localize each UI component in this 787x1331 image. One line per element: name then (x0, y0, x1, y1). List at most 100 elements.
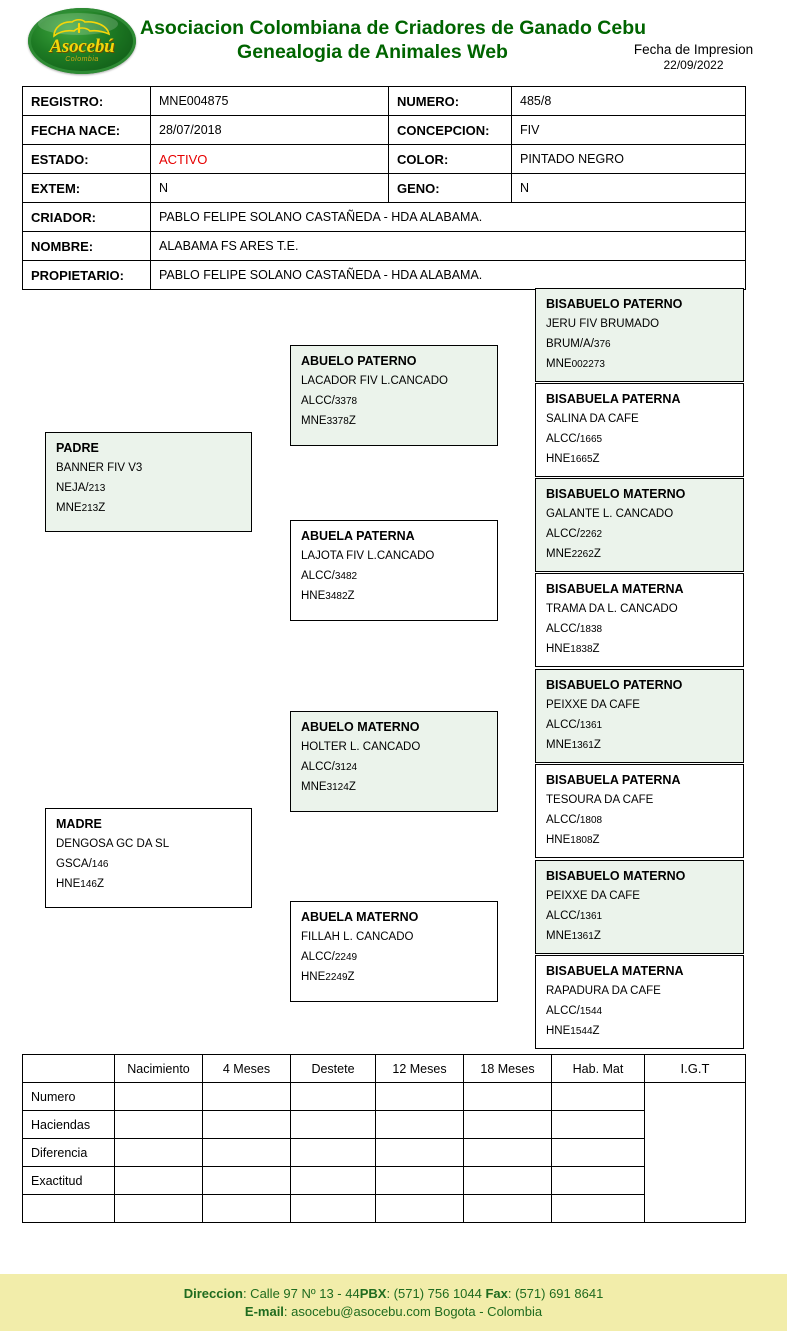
pedigree-box-bisabuelo-5[interactable]: BISABUELA PATERNA TESOURA DA CAFE ALCC/1… (535, 764, 744, 858)
pedigree-code-2: MNE2262Z (546, 548, 601, 560)
pedigree-code-2: HNE1665Z (546, 453, 600, 465)
cell[interactable] (202, 1082, 291, 1111)
cell[interactable] (290, 1138, 376, 1167)
cell[interactable] (202, 1166, 291, 1195)
cell[interactable] (463, 1166, 552, 1195)
cell[interactable] (202, 1138, 291, 1167)
table-row: Exactitud (22, 1166, 746, 1195)
pedigree-name: JERU FIV BRUMADO (546, 318, 660, 330)
pedigree-name: TESOURA DA CAFE (546, 794, 654, 806)
pedigree-title: BISABUELA MATERNA (546, 964, 684, 978)
page-subtitle: Genealogia de Animales Web (237, 41, 508, 63)
print-date-label: Fecha de Impresion (633, 42, 754, 57)
cell[interactable] (202, 1194, 291, 1223)
pedigree-name: DENGOSA GC DA SL (56, 838, 170, 850)
value-propietario: PABLO FELIPE SOLANO CASTAÑEDA - HDA ALAB… (150, 260, 746, 290)
cell[interactable] (551, 1166, 645, 1195)
column-header-12-meses: 12 Meses (375, 1054, 464, 1083)
cell[interactable] (551, 1138, 645, 1167)
print-date-value: 22/09/2022 (663, 58, 724, 72)
pedigree-box-bisabuelo-1[interactable]: BISABUELA PATERNA SALINA DA CAFE ALCC/16… (535, 383, 744, 477)
animal-info-table: REGISTRO: MNE004875 NUMERO: 485/8 FECHA … (22, 86, 746, 290)
pedigree-code-1: ALCC/1808 (546, 814, 603, 826)
cell[interactable] (114, 1166, 203, 1195)
pedigree-box-bisabuelo-4[interactable]: BISABUELO PATERNO PEIXXE DA CAFE ALCC/13… (535, 669, 744, 763)
cell[interactable] (551, 1110, 645, 1139)
pedigree-box-bisabuelo-3[interactable]: BISABUELA MATERNA TRAMA DA L. CANCADO AL… (535, 573, 744, 667)
pedigree-code-1: BRUM/A/376 (546, 338, 611, 350)
cell[interactable] (290, 1110, 376, 1139)
pedigree-code-1: ALCC/1838 (546, 623, 603, 635)
pedigree-box-bisabuelo-2[interactable]: BISABUELO MATERNO GALANTE L. CANCADO ALC… (535, 478, 744, 572)
bull-icon (53, 18, 111, 38)
pedigree-title: ABUELO PATERNO (301, 354, 417, 368)
value-geno: N (511, 173, 746, 203)
status-badge: ACTIVO (150, 144, 389, 174)
pedigree-box-bisabuelo-6[interactable]: BISABUELO MATERNO PEIXXE DA CAFE ALCC/13… (535, 860, 744, 954)
cell[interactable] (463, 1138, 552, 1167)
pedigree-title: ABUELA MATERNO (301, 910, 419, 924)
cell[interactable] (375, 1110, 464, 1139)
cell[interactable] (463, 1194, 552, 1223)
pedigree-code-2: MNE3124Z (301, 781, 356, 793)
pedigree-box-bisabuelo-0[interactable]: BISABUELO PATERNO JERU FIV BRUMADO BRUM/… (535, 288, 744, 382)
pedigree-code-2: MNE1361Z (546, 739, 601, 751)
cell[interactable] (375, 1082, 464, 1111)
pedigree-code-1: ALCC/3124 (301, 761, 358, 773)
cell[interactable] (290, 1166, 376, 1195)
pedigree-box-abuelo-materno[interactable]: ABUELO MATERNO HOLTER L. CANCADO ALCC/31… (290, 711, 498, 812)
label-color: COLOR: (388, 144, 512, 174)
label-fecha-nace: FECHA NACE: (22, 115, 151, 145)
pedigree-title: BISABUELO MATERNO (546, 869, 686, 883)
corner-header (22, 1054, 115, 1083)
cell[interactable] (290, 1082, 376, 1111)
pedigree-code-1: ALCC/1544 (546, 1005, 603, 1017)
value-color: PINTADO NEGRO (511, 144, 746, 174)
pedigree-title: BISABUELA MATERNA (546, 582, 684, 596)
pedigree-name: RAPADURA DA CAFE (546, 985, 661, 997)
pedigree-code-2: MNE1361Z (546, 930, 601, 942)
pedigree-box-abuela-paterna[interactable]: ABUELA PATERNA LAJOTA FIV L.CANCADO ALCC… (290, 520, 498, 621)
row-label-exactitud: Exactitud (22, 1166, 115, 1195)
pedigree-title: ABUELO MATERNO (301, 720, 420, 734)
pedigree-title: ABUELA PATERNA (301, 529, 415, 543)
cell[interactable] (375, 1194, 464, 1223)
footer-pbx-label: PBX (359, 1286, 387, 1301)
row-label-blank (22, 1194, 115, 1223)
footer-email-value[interactable]: : asocebu@asocebu.com Bogota - Colombia (283, 1304, 543, 1319)
cell[interactable] (114, 1082, 203, 1111)
value-nombre: ALABAMA FS ARES T.E. (150, 231, 746, 261)
cell[interactable] (114, 1194, 203, 1223)
label-extem: EXTEM: (22, 173, 151, 203)
table-row: ESTADO: ACTIVO COLOR: PINTADO NEGRO (22, 144, 746, 174)
pedigree-box-abuela-materno[interactable]: ABUELA MATERNO FILLAH L. CANCADO ALCC/22… (290, 901, 498, 1002)
pedigree-box-bisabuelo-7[interactable]: BISABUELA MATERNA RAPADURA DA CAFE ALCC/… (535, 955, 744, 1049)
pedigree-box-madre[interactable]: MADRE DENGOSA GC DA SL GSCA/146 HNE146Z (45, 808, 252, 908)
pedigree-code-1: ALCC/2262 (546, 528, 603, 540)
igt-cell[interactable] (644, 1082, 746, 1223)
pedigree-box-padre[interactable]: PADRE BANNER FIV V3 NEJA/213 MNE213Z (45, 432, 252, 532)
pedigree-name: SALINA DA CAFE (546, 413, 639, 425)
column-header-nacimiento: Nacimiento (114, 1054, 203, 1083)
pedigree-name: TRAMA DA L. CANCADO (546, 603, 678, 615)
footer-direccion-value: : Calle 97 Nº 13 - 44 (242, 1286, 360, 1301)
page-footer: Direccion: Calle 97 Nº 13 - 44PBX: (571)… (0, 1274, 787, 1331)
table-row: EXTEM: N GENO: N (22, 173, 746, 203)
cell[interactable] (551, 1194, 645, 1223)
cell[interactable] (551, 1082, 645, 1111)
cell[interactable] (463, 1082, 552, 1111)
cell[interactable] (463, 1110, 552, 1139)
table-row: Diferencia (22, 1138, 746, 1167)
pedigree-box-abuelo-paterno[interactable]: ABUELO PATERNO LACADOR FIV L.CANCADO ALC… (290, 345, 498, 446)
cell[interactable] (290, 1194, 376, 1223)
logo-wordmark: Asocebú (49, 36, 115, 57)
cell[interactable] (114, 1110, 203, 1139)
pedigree-code-2: MNE213Z (56, 502, 106, 514)
cell[interactable] (375, 1166, 464, 1195)
cell[interactable] (375, 1138, 464, 1167)
pedigree-code-2: HNE3482Z (301, 590, 355, 602)
table-row: PROPIETARIO: PABLO FELIPE SOLANO CASTAÑE… (22, 260, 746, 290)
table-row: FECHA NACE: 28/07/2018 CONCEPCION: FIV (22, 115, 746, 145)
cell[interactable] (114, 1138, 203, 1167)
cell[interactable] (202, 1110, 291, 1139)
